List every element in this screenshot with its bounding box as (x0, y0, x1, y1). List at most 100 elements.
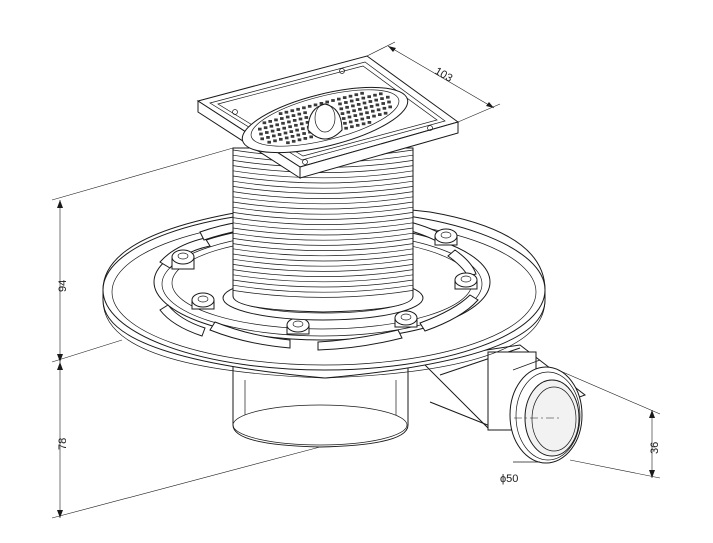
grate-hole (307, 104, 312, 108)
grate-hole (286, 141, 290, 145)
body-rib (232, 180, 414, 189)
grate-hole (325, 100, 329, 104)
grate-hole (272, 134, 276, 138)
grate-hole (295, 128, 299, 132)
grate-hole (313, 103, 318, 107)
grate-hole (285, 115, 290, 119)
grate-hole (305, 121, 310, 124)
grate-hole (353, 114, 358, 117)
grate-hole (281, 121, 285, 125)
grate-hole (354, 93, 359, 97)
grate-hole (382, 106, 387, 110)
grate-hole (341, 117, 346, 120)
grate-hole (362, 101, 367, 105)
lower-body (232, 361, 409, 448)
grate-hole (279, 137, 283, 141)
body-ribs (232, 149, 414, 298)
dimension-outlet-height: 36 (557, 369, 661, 479)
outlet-height-label: 36 (649, 442, 661, 454)
outlet-pipe (418, 344, 587, 464)
grate-hole (291, 139, 296, 143)
grate-hole (282, 126, 286, 130)
body-rib (232, 206, 414, 215)
body-rib (232, 290, 414, 298)
grate-hole (366, 116, 370, 119)
grate-hole (276, 128, 281, 131)
grate-hole (351, 104, 355, 108)
grate-hole (290, 135, 295, 138)
grate-hole (283, 131, 288, 135)
grate-hole (269, 124, 274, 128)
grate-hole (263, 126, 268, 130)
grate-hole (301, 127, 305, 131)
grate-hole (372, 114, 376, 118)
grate-hole (266, 136, 270, 139)
grate-hole (299, 122, 304, 126)
height-lower-label: 78 (57, 438, 69, 450)
grate-hole (302, 132, 306, 135)
ribbed-body (222, 147, 424, 321)
grate-hole (274, 118, 278, 122)
body-rib (232, 253, 414, 262)
dimension-outlet-diameter: ϕ50 (500, 473, 518, 485)
grate-hole (339, 107, 344, 111)
body-rib (232, 212, 414, 220)
grate-hole (360, 91, 364, 95)
grate-hole (309, 135, 313, 139)
grate-hole (284, 110, 289, 114)
dimension-height-upper: 94 (51, 147, 234, 363)
width-label: 103 (433, 65, 455, 85)
outlet-diameter-label: ϕ50 (500, 473, 518, 485)
grate-hole (350, 125, 354, 129)
grate-hole (277, 133, 282, 136)
grate-hole (344, 126, 348, 130)
body-rib (232, 284, 414, 293)
grate-hole (288, 125, 292, 129)
grate-hole (356, 103, 361, 106)
grate-hole (387, 100, 391, 104)
grate-hole (273, 139, 277, 143)
grate-hole (284, 136, 289, 140)
grate-hole (268, 120, 272, 123)
grate-hole (275, 123, 279, 127)
grate-hole (265, 131, 269, 134)
grate-hole (260, 137, 264, 141)
body-rib (232, 217, 414, 225)
grate-hole (259, 132, 263, 136)
grate-hole (302, 106, 306, 110)
grate-hole (371, 109, 375, 113)
grate-hole (303, 111, 307, 115)
grate-hole (343, 121, 347, 125)
grate-hole (338, 102, 342, 106)
body-rib (232, 264, 414, 272)
screw-bosses (171, 228, 478, 335)
grate-holes (258, 91, 392, 145)
grate-hole (297, 138, 302, 142)
grate-hole (360, 117, 365, 121)
body-rib (232, 186, 414, 194)
grate-hole (381, 102, 385, 105)
screw-boss (454, 272, 478, 290)
screw-boss (394, 310, 418, 328)
grate-hole (267, 140, 271, 144)
grate-hole (296, 133, 301, 137)
grate-hole (349, 99, 354, 103)
grate-hole (373, 93, 377, 97)
grate-hole (364, 106, 368, 110)
body-rib (232, 222, 414, 231)
body-rib (232, 196, 414, 205)
body-rib (232, 269, 414, 277)
screw-boss (191, 292, 215, 310)
grate-hole (342, 96, 347, 99)
grate-hole (291, 114, 296, 117)
grate-hole (348, 94, 353, 98)
dimension-height-lower: 78 (51, 362, 321, 519)
grate-hole (358, 107, 362, 111)
grate-hole (352, 109, 356, 113)
grate-hole (340, 112, 345, 115)
grate-hole (294, 123, 298, 127)
grate-hole (290, 109, 295, 113)
grate-hole (346, 110, 351, 114)
grate-hole (298, 117, 303, 121)
